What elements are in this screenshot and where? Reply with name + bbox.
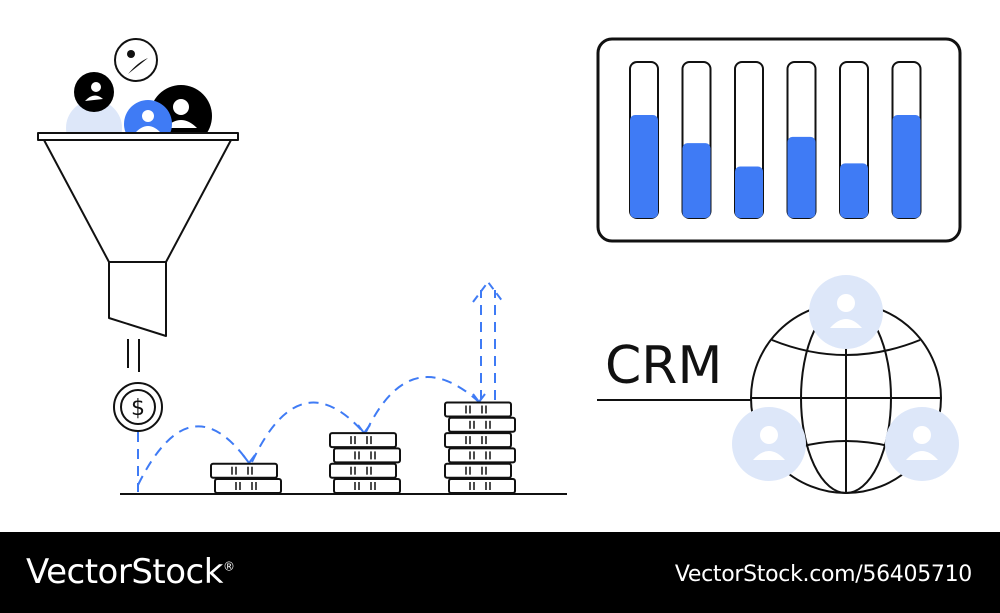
- level-meter: [786, 61, 817, 219]
- coin-stack-icon: [329, 432, 401, 494]
- user-avatar-icon: [114, 38, 158, 82]
- arrow-up-icon: [472, 280, 504, 303]
- brand-name: VectorStock: [26, 552, 223, 592]
- level-meter: [891, 61, 922, 219]
- illustration-canvas: $ CRM: [37, 37, 962, 495]
- user-avatar-icon: [74, 72, 114, 112]
- coin-stacks: [210, 401, 516, 494]
- coin-stack-icon: [210, 462, 282, 494]
- coin-path: [137, 290, 496, 492]
- level-meter: [839, 61, 869, 219]
- user-avatar-icon: [885, 407, 959, 481]
- level-meter: [629, 61, 659, 219]
- user-avatar-icon: [809, 275, 883, 349]
- registered-mark: ®: [222, 559, 235, 574]
- user-avatar-icon: [732, 407, 806, 481]
- bar-meter-icon: [596, 37, 962, 243]
- funnel-icon: [37, 132, 239, 337]
- brand-logo: VectorStock®: [26, 552, 235, 592]
- footer-bar: VectorStock® VectorStock.com/56405710: [0, 532, 1000, 613]
- dollar-coin-icon: $: [113, 382, 163, 432]
- funnel-group: [37, 38, 239, 372]
- svg-text:$: $: [131, 396, 145, 421]
- level-meter: [734, 61, 764, 219]
- coin-stack-icon: [444, 401, 516, 494]
- image-id: VectorStock.com/56405710: [674, 562, 972, 587]
- crm-label: CRM: [605, 336, 722, 396]
- level-meter: [681, 61, 712, 219]
